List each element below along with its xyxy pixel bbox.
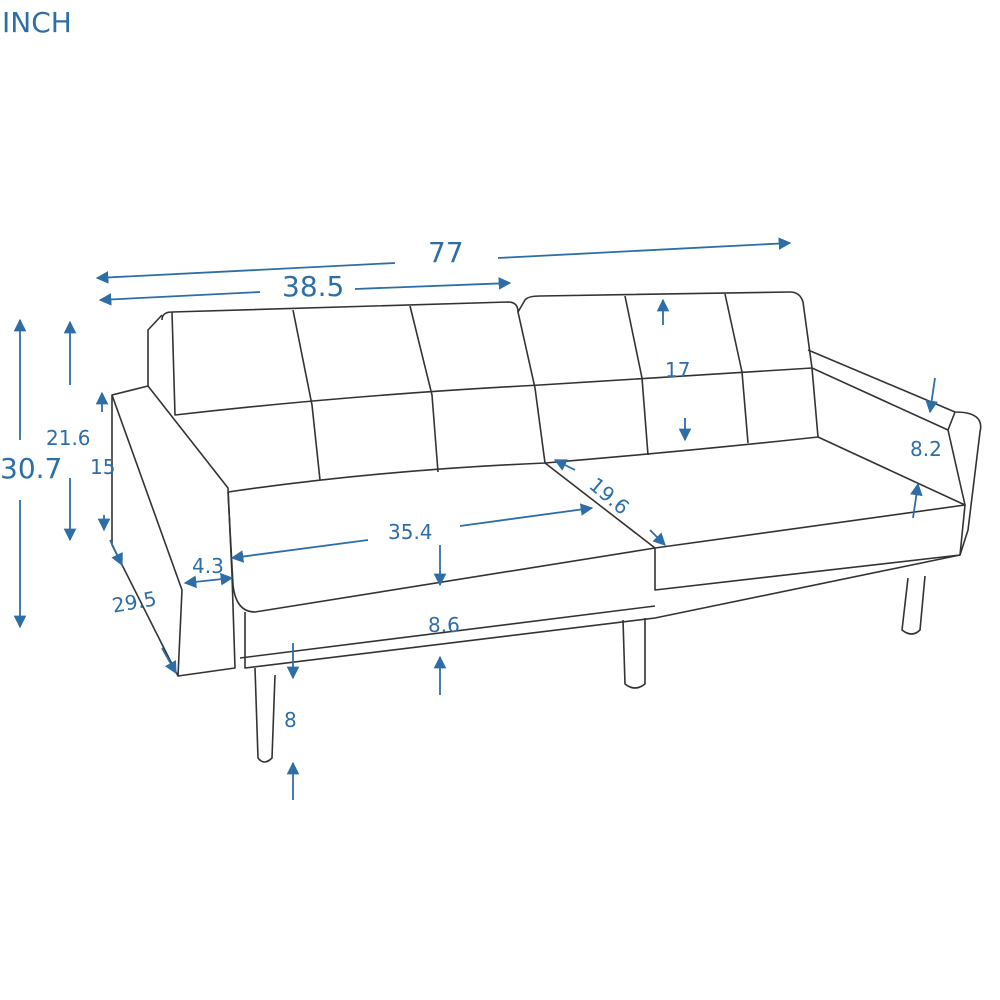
- dim-back-height: 21.6: [46, 426, 91, 450]
- sofa-outline: [111, 291, 982, 763]
- dim-seat-thickness: 8.6: [428, 613, 460, 637]
- dim-half-length: 38.5: [282, 270, 345, 303]
- dim-total-length: 77: [428, 236, 464, 269]
- dim-arm-to-seat: 8.2: [910, 437, 942, 461]
- dim-backrest-height: 17: [665, 358, 691, 382]
- dimension-arrows: [13, 237, 938, 800]
- unit-label: INCH: [2, 6, 72, 39]
- dim-seat-width: 35.4: [388, 520, 433, 544]
- dim-leg-height: 8: [284, 708, 297, 732]
- dim-arm-height: 15: [90, 455, 116, 479]
- dim-total-height: 30.7: [0, 452, 63, 485]
- dim-arm-width: 4.3: [192, 554, 224, 578]
